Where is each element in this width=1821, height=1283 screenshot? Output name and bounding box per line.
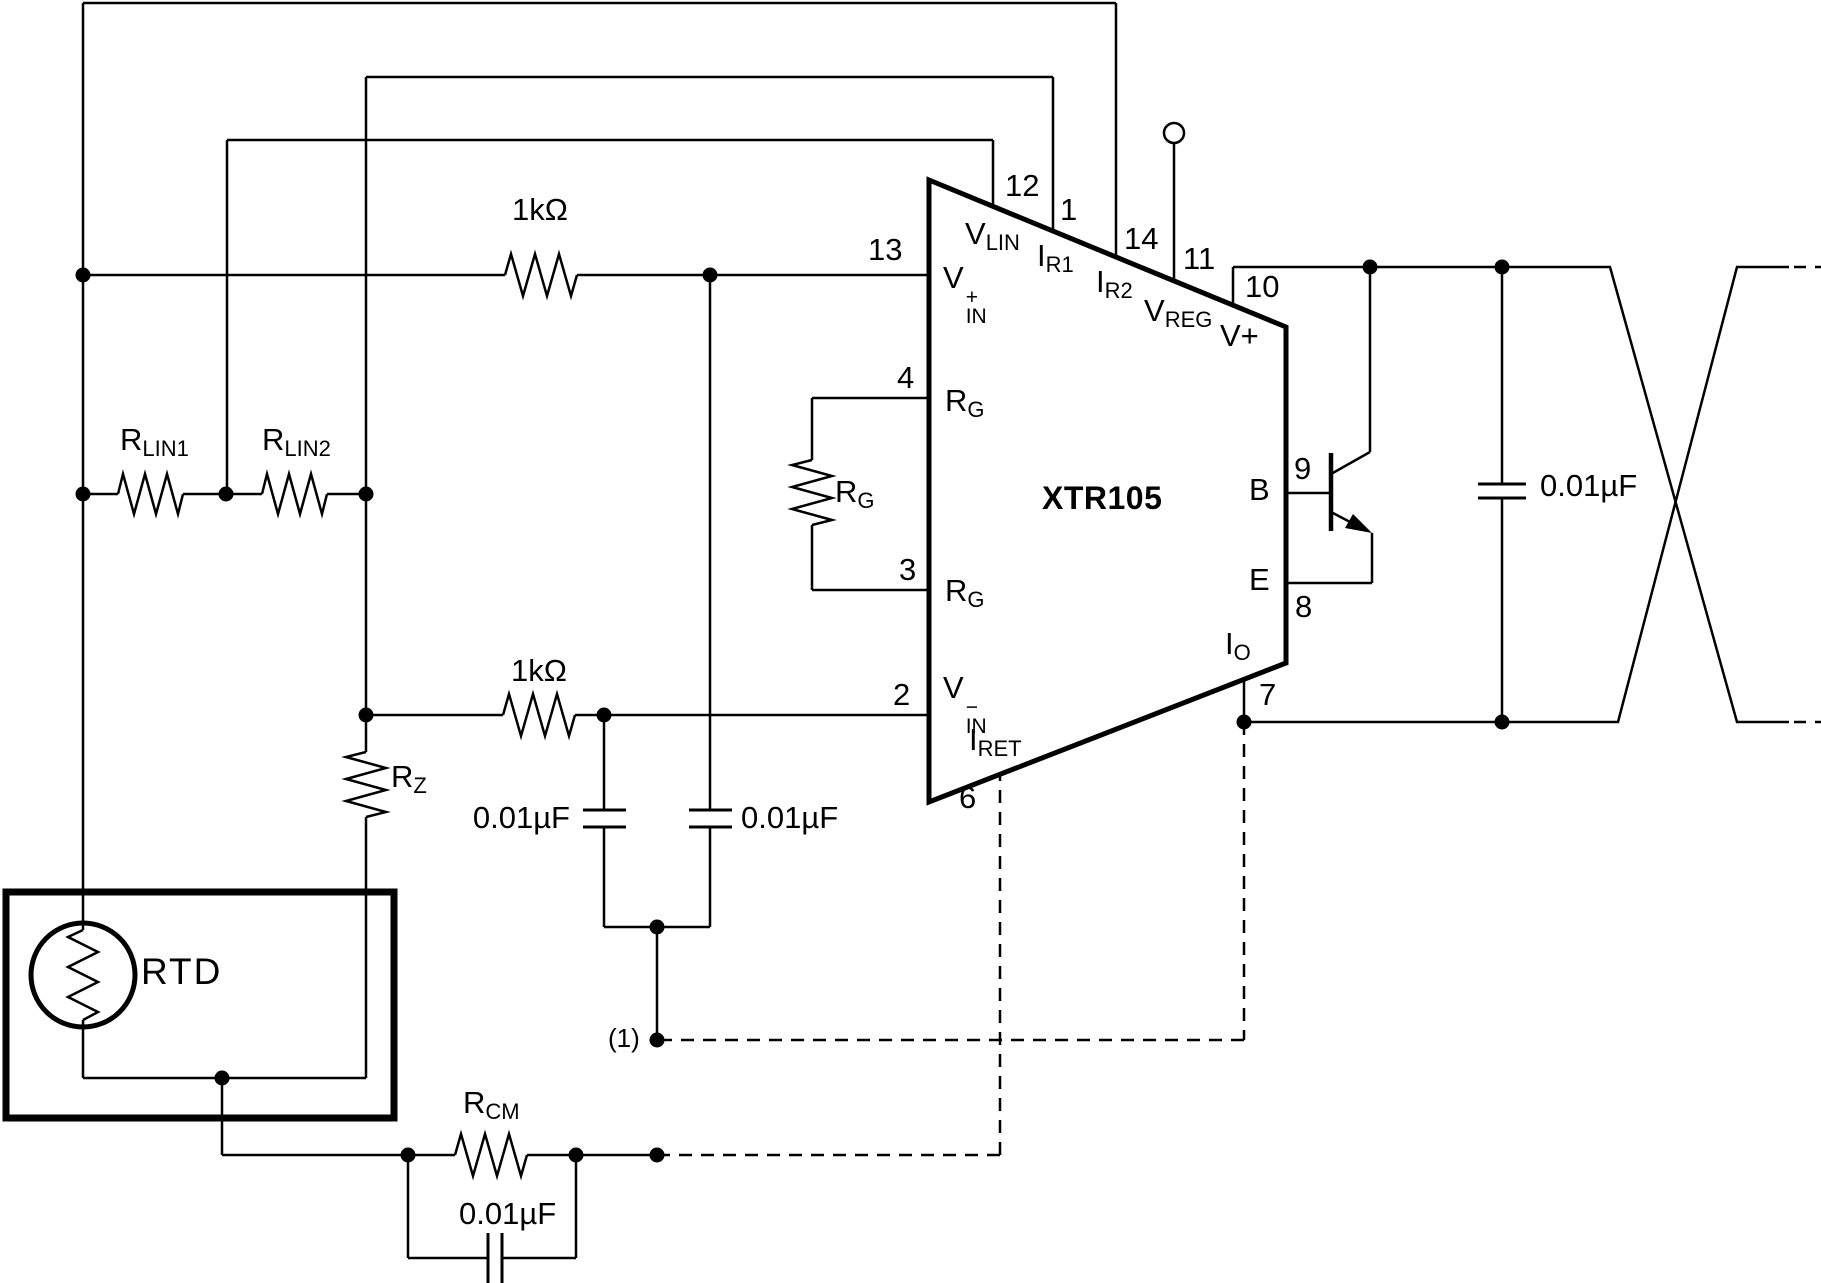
pin-number-14: 14 [1124, 221, 1159, 256]
wires [81, 1, 1789, 1260]
resistor-rlin1 [116, 469, 185, 519]
pin-label-rg-3: RG [945, 573, 985, 612]
pin-label-base: B [1249, 472, 1270, 507]
pin-label-vlin: VLIN [965, 216, 1020, 255]
pin-label-vplus: V+ [1220, 318, 1259, 353]
pin-number-12: 12 [1005, 168, 1040, 203]
resistor-rg [787, 458, 837, 527]
label-resistor-1k-bottom: 1kΩ [511, 653, 567, 688]
resistor-1k-top [503, 249, 579, 301]
label-resistor-1k-top: 1kΩ [512, 192, 568, 227]
pin-label-io: IO [1225, 626, 1251, 665]
label-cap-vin-plus: 0.01µF [741, 800, 839, 835]
label-rtd: RTD [141, 951, 223, 992]
pin-label-ir1: IR1 [1037, 238, 1074, 277]
label-cap-output: 0.01µF [1540, 468, 1638, 503]
pin-label-vin-minus: V−IN [943, 670, 987, 738]
junction-dots [75, 259, 1510, 1163]
pin-number-13: 13 [868, 232, 903, 267]
label-rz: RZ [391, 759, 427, 798]
pin-number-6: 6 [959, 780, 977, 815]
label-cap-cm: 0.01µF [459, 1196, 557, 1231]
label-rg: RG [835, 474, 875, 513]
pin-label-emitter: E [1249, 562, 1270, 597]
label-cap-vin-minus: 0.01µF [472, 800, 570, 835]
rtd-box [2, 888, 398, 1122]
capacitor-symbols [486, 482, 1526, 1283]
transistor-emitter-arrow [1345, 514, 1372, 533]
pin-number-11: 11 [1183, 241, 1216, 276]
ref-marker-1: (1) [608, 1023, 640, 1053]
cap-output [1478, 482, 1526, 500]
label-rlin1: RLIN1 [120, 422, 189, 461]
xtr105-outline [926, 176, 1289, 806]
transistor-symbol [1328, 453, 1372, 533]
vreg-terminal-circle [1162, 121, 1186, 145]
pin-number-10: 10 [1245, 269, 1280, 304]
pin-number-4: 4 [897, 360, 915, 395]
cap-vin-minus [583, 808, 626, 829]
label-rcm: RCM [463, 1085, 520, 1124]
pin-label-vin-plus: V+IN [943, 260, 987, 328]
pin-number-8: 8 [1295, 589, 1313, 624]
pin-label-rg-4: RG [945, 383, 985, 422]
pin-number-1: 1 [1060, 192, 1078, 227]
resistor-rcm [453, 1129, 529, 1181]
pin-label-vreg: VREG [1144, 293, 1213, 332]
note-text: NOTE: (1) Bypass capacitors can be conne… [687, 1180, 1342, 1283]
pin-number-3: 3 [899, 552, 917, 587]
label-rlin2: RLIN2 [262, 422, 331, 461]
device-name: XTR105 [1042, 480, 1163, 516]
resistor-rlin2 [260, 469, 329, 519]
pin-number-2: 2 [893, 677, 911, 712]
cap-cm [486, 1233, 504, 1283]
cap-vin-plus [689, 808, 732, 829]
pin-number-9: 9 [1294, 451, 1312, 486]
note-line-1: NOTE: (1) Bypass capacitors can be conne… [687, 1274, 1342, 1283]
pin-label-ir2: IR2 [1096, 264, 1133, 303]
dashed-wires [657, 265, 1821, 1157]
resistor-symbols [65, 249, 837, 1181]
pin-label-iret: IRET [969, 722, 1022, 761]
pin-number-7: 7 [1259, 677, 1277, 712]
resistor-rz [341, 750, 391, 819]
resistor-rtd [65, 928, 101, 1022]
resistor-1k-bottom [501, 689, 577, 741]
